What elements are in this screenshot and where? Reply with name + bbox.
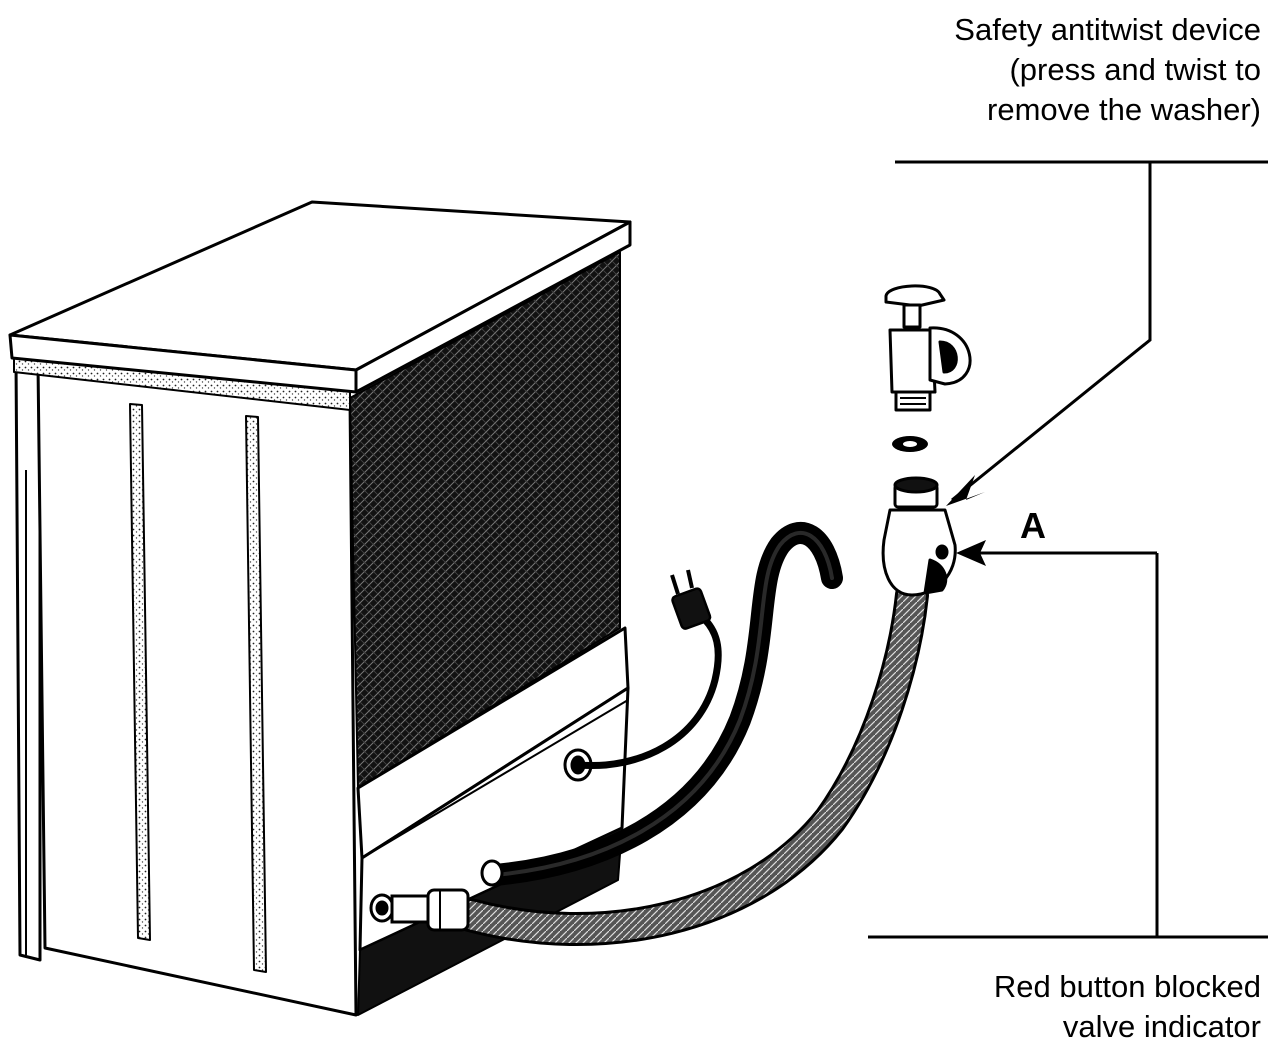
antitwist-arrow-head <box>946 475 985 506</box>
marker-a-label: A <box>1020 505 1046 546</box>
front-slot-right <box>245 415 267 973</box>
antitwist-label-line-1: Safety antitwist device <box>954 12 1261 47</box>
dishwasher <box>8 200 632 1017</box>
front-slot-left <box>129 403 151 941</box>
callout-lines <box>868 160 1268 939</box>
dishwasher-top-side-edge <box>354 220 632 394</box>
valve-indicator-label: Red button blocked valve indicator <box>994 967 1261 1047</box>
inlet-hose-connector <box>390 888 470 932</box>
indicator-label-line-2: valve indicator <box>1062 1009 1261 1044</box>
antitwist-label-line-3: remove the washer) <box>987 92 1261 127</box>
washer <box>892 436 928 452</box>
inlet-hose <box>390 578 929 946</box>
water-tap <box>884 284 972 412</box>
antitwist-valve-device <box>881 476 957 597</box>
drain-hose <box>480 522 843 887</box>
red-button-indicator <box>935 544 949 560</box>
antitwist-label-line-2: (press and twist to <box>1009 52 1261 87</box>
indicator-arrow-head <box>956 540 986 566</box>
antitwist-device-label: Safety antitwist device (press and twist… <box>954 10 1261 130</box>
power-cord <box>574 569 722 770</box>
dishwasher-left-edge <box>14 358 42 962</box>
power-plug <box>670 569 712 630</box>
dishwasher-side-panel <box>349 251 621 789</box>
indicator-label-line-1: Red button blocked <box>993 969 1261 1004</box>
dishwasher-front-panel <box>36 363 358 1017</box>
